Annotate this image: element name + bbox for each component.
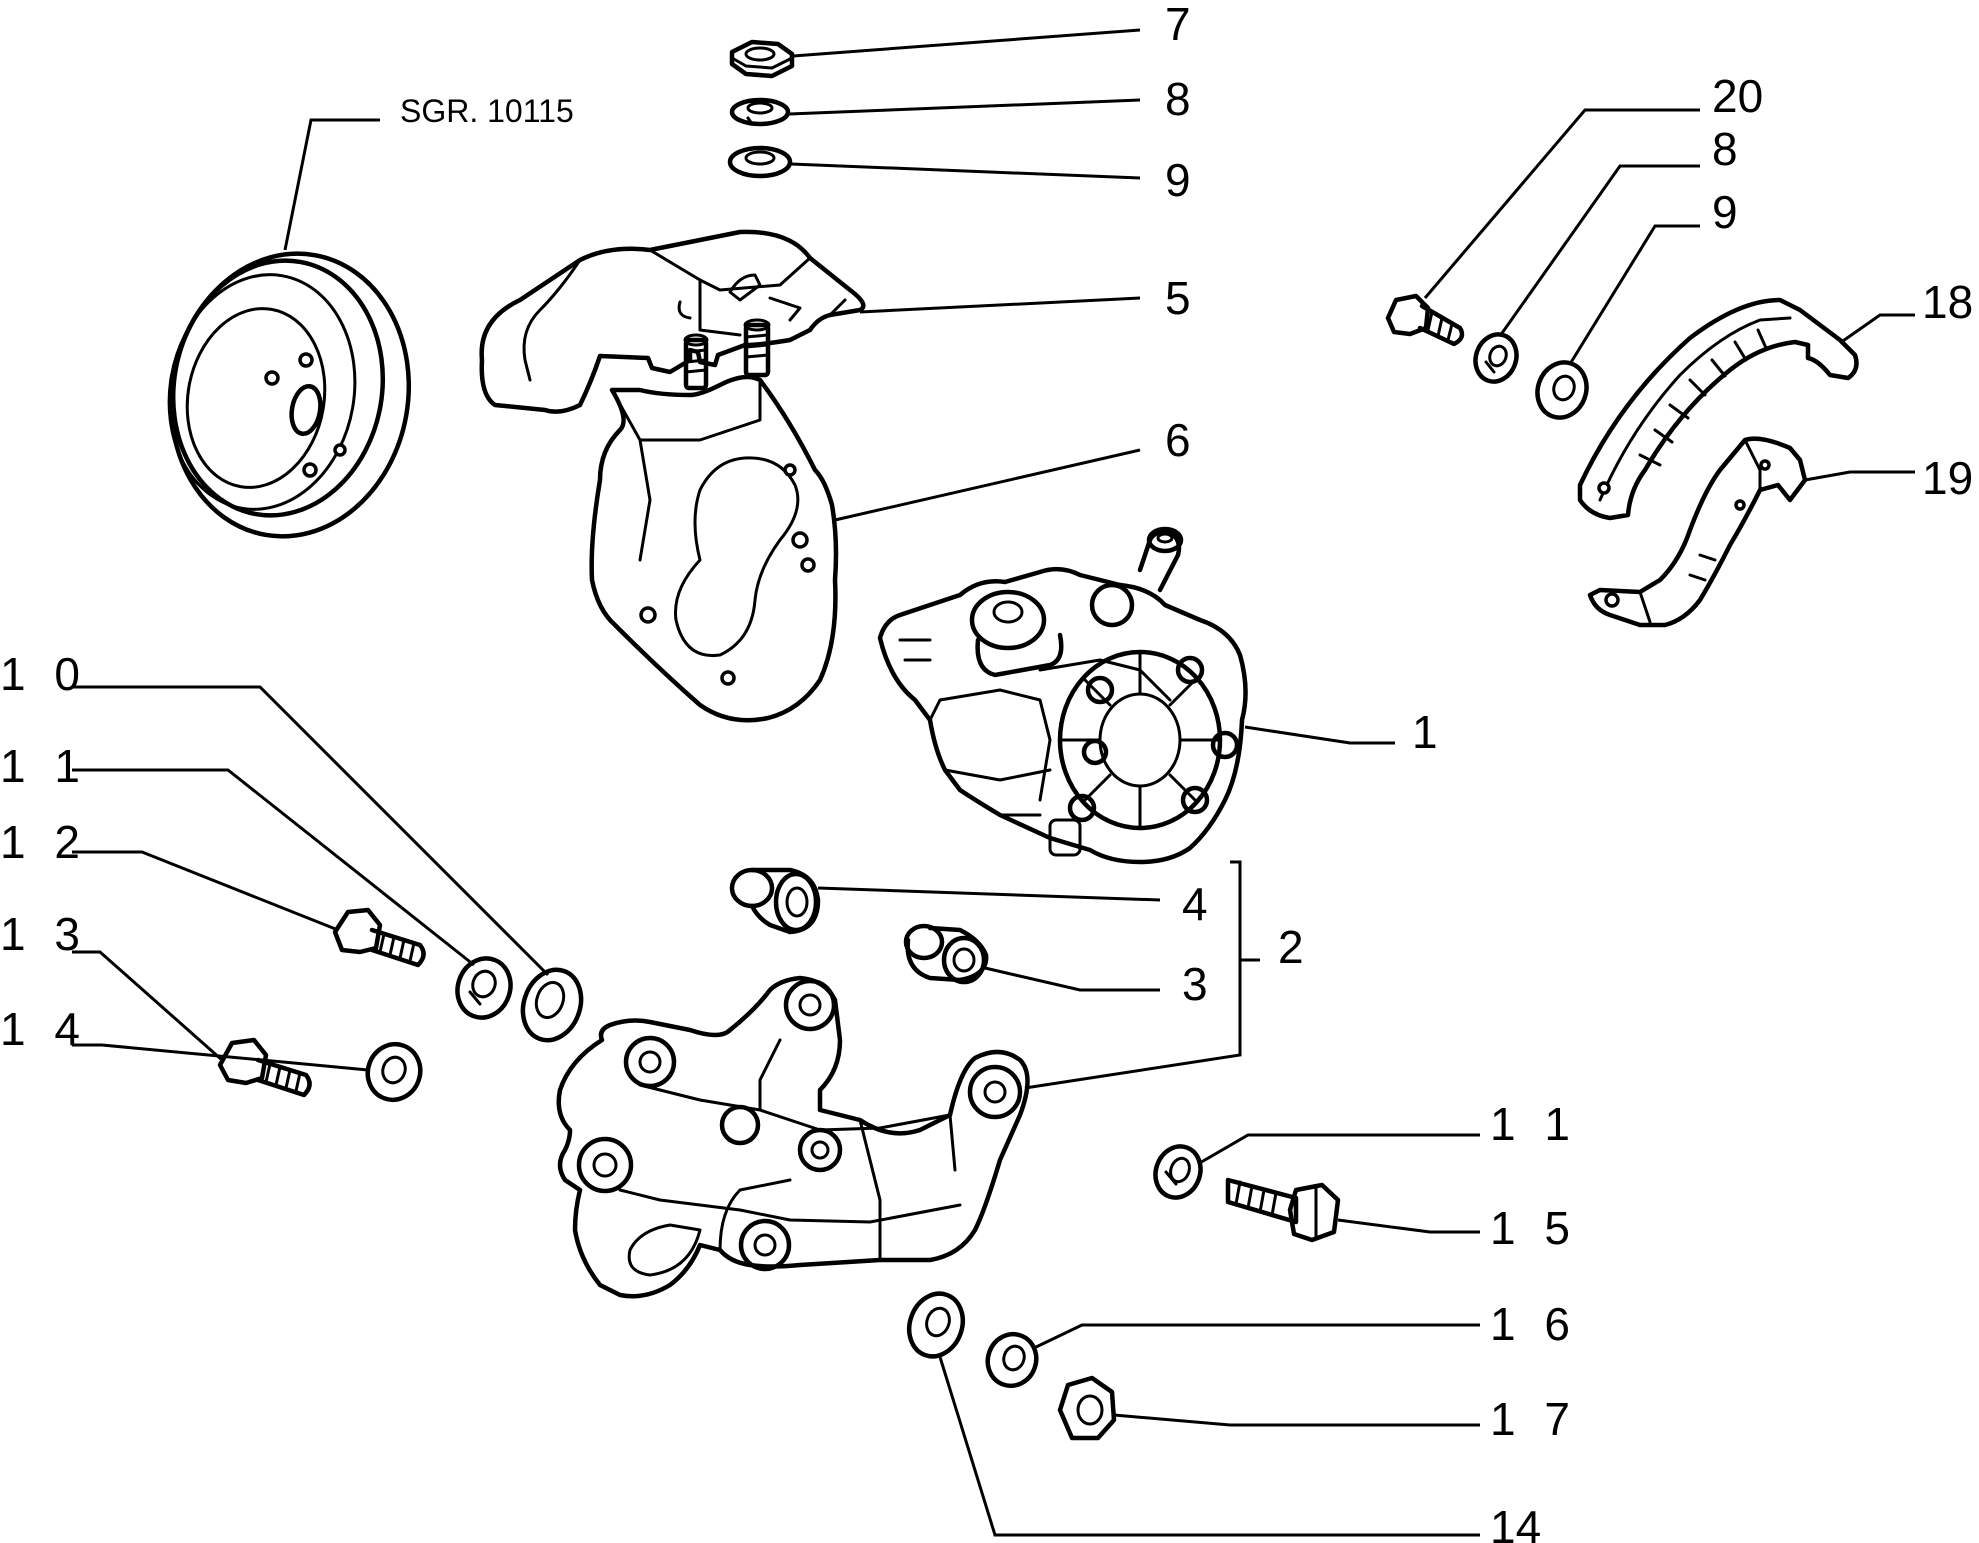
part-11-lock-washer-left: [455, 956, 513, 1020]
part-12-bolt: [332, 907, 426, 968]
part-14-washer-left: [365, 1041, 423, 1103]
part-8-lock-washer-right: [1473, 332, 1519, 384]
part-9-washer: [727, 145, 793, 179]
part-9-washer-right: [1535, 360, 1589, 420]
callout-1: 1: [1412, 706, 1438, 758]
callout-3: 3: [1182, 958, 1208, 1010]
callout-14-bottom: 14: [1490, 1501, 1541, 1543]
part-18-clamp-band: [1577, 297, 1859, 521]
part-3-bushing: [903, 923, 989, 985]
callout-2: 2: [1278, 921, 1304, 973]
callout-11-left: 1 1: [0, 740, 88, 792]
callout-19: 19: [1922, 452, 1973, 504]
callout-18: 18: [1922, 276, 1973, 328]
callout-10: 1 0: [0, 648, 88, 700]
part-8-lock-washer: [729, 97, 791, 127]
part-7-nut: [729, 39, 795, 79]
part-5-bracket: [479, 229, 866, 414]
part-4-bushing: [729, 867, 821, 935]
pulley-leader: [283, 118, 380, 251]
callout-5: 5: [1165, 272, 1191, 324]
part-16-washer: [985, 1331, 1039, 1389]
part-1-pump: [877, 526, 1248, 865]
callout-4: 4: [1182, 878, 1208, 930]
callout-8-right: 8: [1712, 123, 1738, 175]
callout-6: 6: [1165, 414, 1191, 466]
callout-9-top: 9: [1165, 154, 1191, 206]
part-11-lock-washer-right: [1153, 1144, 1203, 1200]
callout-9-right: 9: [1712, 186, 1738, 238]
callout-8-top: 8: [1165, 73, 1191, 125]
pulley: [167, 251, 412, 539]
callout-16: 1 6: [1490, 1298, 1578, 1350]
callout-12: 1 2: [0, 816, 88, 868]
callout-17: 1 7: [1490, 1393, 1578, 1445]
callout-15: 1 5: [1490, 1202, 1578, 1254]
callout-11-right: 1 1: [1490, 1098, 1578, 1150]
part-17-nut: [1057, 1375, 1117, 1441]
part-19-clamp-arm: [1587, 436, 1808, 628]
part-13-bolt: [217, 1037, 312, 1098]
part-15-bolt: [1225, 1177, 1341, 1243]
pulley-reference-label: SGR. 10115: [400, 93, 574, 129]
part-20-bolt: [1385, 293, 1465, 347]
part-14-washer-bottom: [906, 1291, 966, 1359]
callout-7: 7: [1165, 0, 1191, 50]
callout-13: 1 3: [0, 908, 88, 960]
callout-20: 20: [1712, 70, 1763, 122]
callout-14-left: 1 4: [0, 1003, 88, 1055]
part-6-mounting-plate: [589, 318, 839, 723]
part-10-washer: [520, 967, 584, 1043]
part-2-main-bracket: [556, 975, 1030, 1299]
leader-lines: [72, 28, 1915, 1537]
